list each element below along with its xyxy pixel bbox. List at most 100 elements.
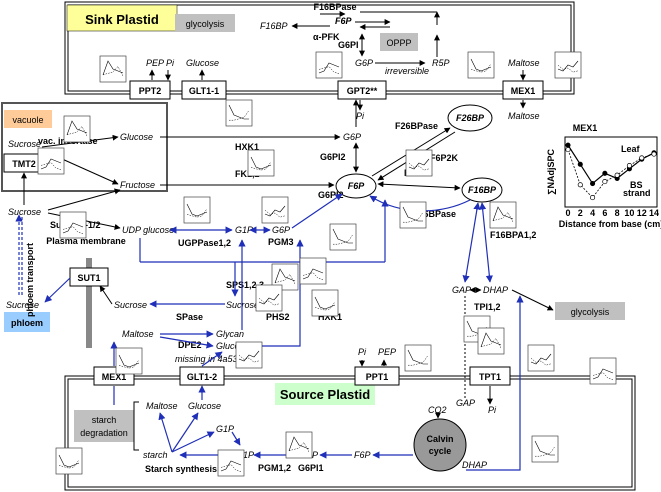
arrow-dhap-glycolysis	[511, 289, 554, 311]
inset-xtick: 2	[578, 208, 583, 218]
f6p-sink: F6P	[335, 16, 353, 26]
mini-graph	[299, 257, 327, 285]
mini-graph	[225, 99, 253, 127]
mini-graph-dashed-line	[302, 272, 324, 280]
mini-graph-dashed-line	[102, 65, 124, 77]
mini-graph	[285, 431, 313, 459]
mini-graph-dashed-line	[408, 163, 430, 171]
udp-glucose: UDP glucose	[122, 225, 174, 235]
tpi: TPI1,2	[474, 302, 501, 312]
arrow-sucrose-fructose	[47, 188, 121, 211]
inset-point	[626, 163, 632, 169]
pgm12: PGM1,2	[258, 463, 291, 473]
gap-src: GAP	[456, 398, 475, 408]
transporter-glt1-2: GLT1-2	[179, 366, 225, 386]
mini-graph-line	[592, 368, 614, 380]
arrow-glt1-glucose	[201, 351, 223, 367]
glucose-cyt: Glucose	[120, 132, 153, 142]
mini-graph-dashed-line	[229, 110, 250, 121]
transporter-glt1-1: GLT1-1	[181, 80, 227, 100]
mini-graph-line	[288, 436, 310, 452]
mini-graph	[404, 344, 432, 372]
calvin-cycle-circle	[413, 418, 467, 472]
mini-graph	[311, 289, 339, 317]
mini-graph-line	[557, 60, 579, 72]
inset-point	[602, 179, 608, 185]
arrow-starch-g1p	[171, 431, 215, 453]
arrow-f16bp-gap	[462, 202, 481, 283]
svg-text:PPT2: PPT2	[139, 86, 162, 96]
inset-xtick: 0	[565, 208, 570, 218]
inset-point	[651, 151, 657, 157]
arrow-sut1-phloem	[44, 277, 71, 303]
glycolysis-top-box	[175, 14, 235, 32]
f6p-src: F6P	[354, 450, 371, 460]
inset-point	[602, 170, 608, 176]
mini-graph-line	[408, 158, 430, 170]
inset-point	[639, 155, 645, 161]
f26bp-node	[447, 104, 493, 132]
mini-graph-dashed-line	[66, 125, 88, 137]
sucrose-6p: Sucrose-6P	[226, 300, 273, 310]
mini-graph-line	[62, 222, 84, 234]
hxk1-bottom: HXK1	[318, 312, 342, 322]
mini-graph-dashed-line	[318, 66, 340, 74]
mini-graph-dashed-line	[264, 210, 286, 218]
f6p-cyt-node	[335, 173, 377, 199]
inset-xtick: 14	[649, 208, 659, 218]
f16bp-cyt: F16BP	[468, 185, 497, 195]
mini-graph-line	[220, 460, 242, 472]
mini-graph-dashed-line	[470, 63, 492, 73]
plasma-membrane-label: Plasma membrane	[46, 236, 126, 246]
inset-point	[614, 172, 620, 178]
f16bp-cyt-node	[461, 177, 503, 203]
source-plastid-label: Source Plastid	[280, 387, 370, 402]
gap-cyt: GAP	[452, 285, 471, 295]
mini-graph-line	[102, 60, 124, 76]
g6p-sink: G6P	[355, 58, 373, 68]
mini-graph-dashed-line	[40, 162, 62, 170]
mini-graph-line	[402, 206, 423, 222]
g6pi-sink: G6PI	[338, 40, 359, 50]
inset-point	[577, 161, 583, 167]
mini-graph-dashed-line	[557, 65, 579, 73]
brace-starch	[133, 401, 139, 451]
transporter-tpt1: TPT1	[469, 366, 511, 386]
maltose-cyt2: Maltose	[122, 329, 154, 339]
inset-point	[590, 195, 596, 201]
mini-graphs	[37, 51, 617, 477]
oppp-label: OPPP	[386, 38, 411, 48]
mini-graph-line	[258, 293, 280, 305]
mini-graph-dashed-line	[333, 234, 354, 245]
pi-tpt: Pi	[488, 405, 497, 415]
vacuole-label-bg	[4, 110, 52, 128]
phloem-label: phloem	[11, 318, 43, 328]
arrow-starch-glucose	[171, 412, 199, 453]
mini-graph-dashed-line	[186, 208, 208, 218]
transporter-mex1-top: MEX1	[502, 80, 544, 100]
glycan: Glycan	[216, 329, 244, 339]
mini-graph-line	[530, 353, 552, 365]
mini-graph	[37, 147, 65, 175]
g6pi2-b: G6PI2	[318, 190, 344, 200]
starch-degradation-box	[74, 410, 134, 442]
mini-graph	[315, 51, 343, 79]
glucose-src: Glucose	[188, 401, 221, 411]
sucrose-vac: Sucrose	[8, 139, 41, 149]
inset-point	[565, 147, 571, 153]
transporter-sut1: SUT1	[69, 267, 109, 287]
inset-legend-leaf: Leaf	[621, 144, 641, 154]
sink-plastid-inner	[67, 4, 572, 92]
glucose-sink: Glucose	[186, 58, 219, 68]
svg-text:GLT1-2: GLT1-2	[187, 372, 217, 382]
maltose-cyt: Maltose	[508, 111, 540, 121]
phloem-label-bg	[4, 312, 50, 332]
mini-graph	[467, 51, 495, 79]
mini-graph-line	[118, 354, 140, 368]
sps: SPS1,2,3	[226, 280, 264, 290]
arrow-f6p-f16bp	[377, 181, 461, 191]
inset-series-line	[567, 144, 655, 185]
mini-graph-dashed-line	[530, 358, 552, 366]
